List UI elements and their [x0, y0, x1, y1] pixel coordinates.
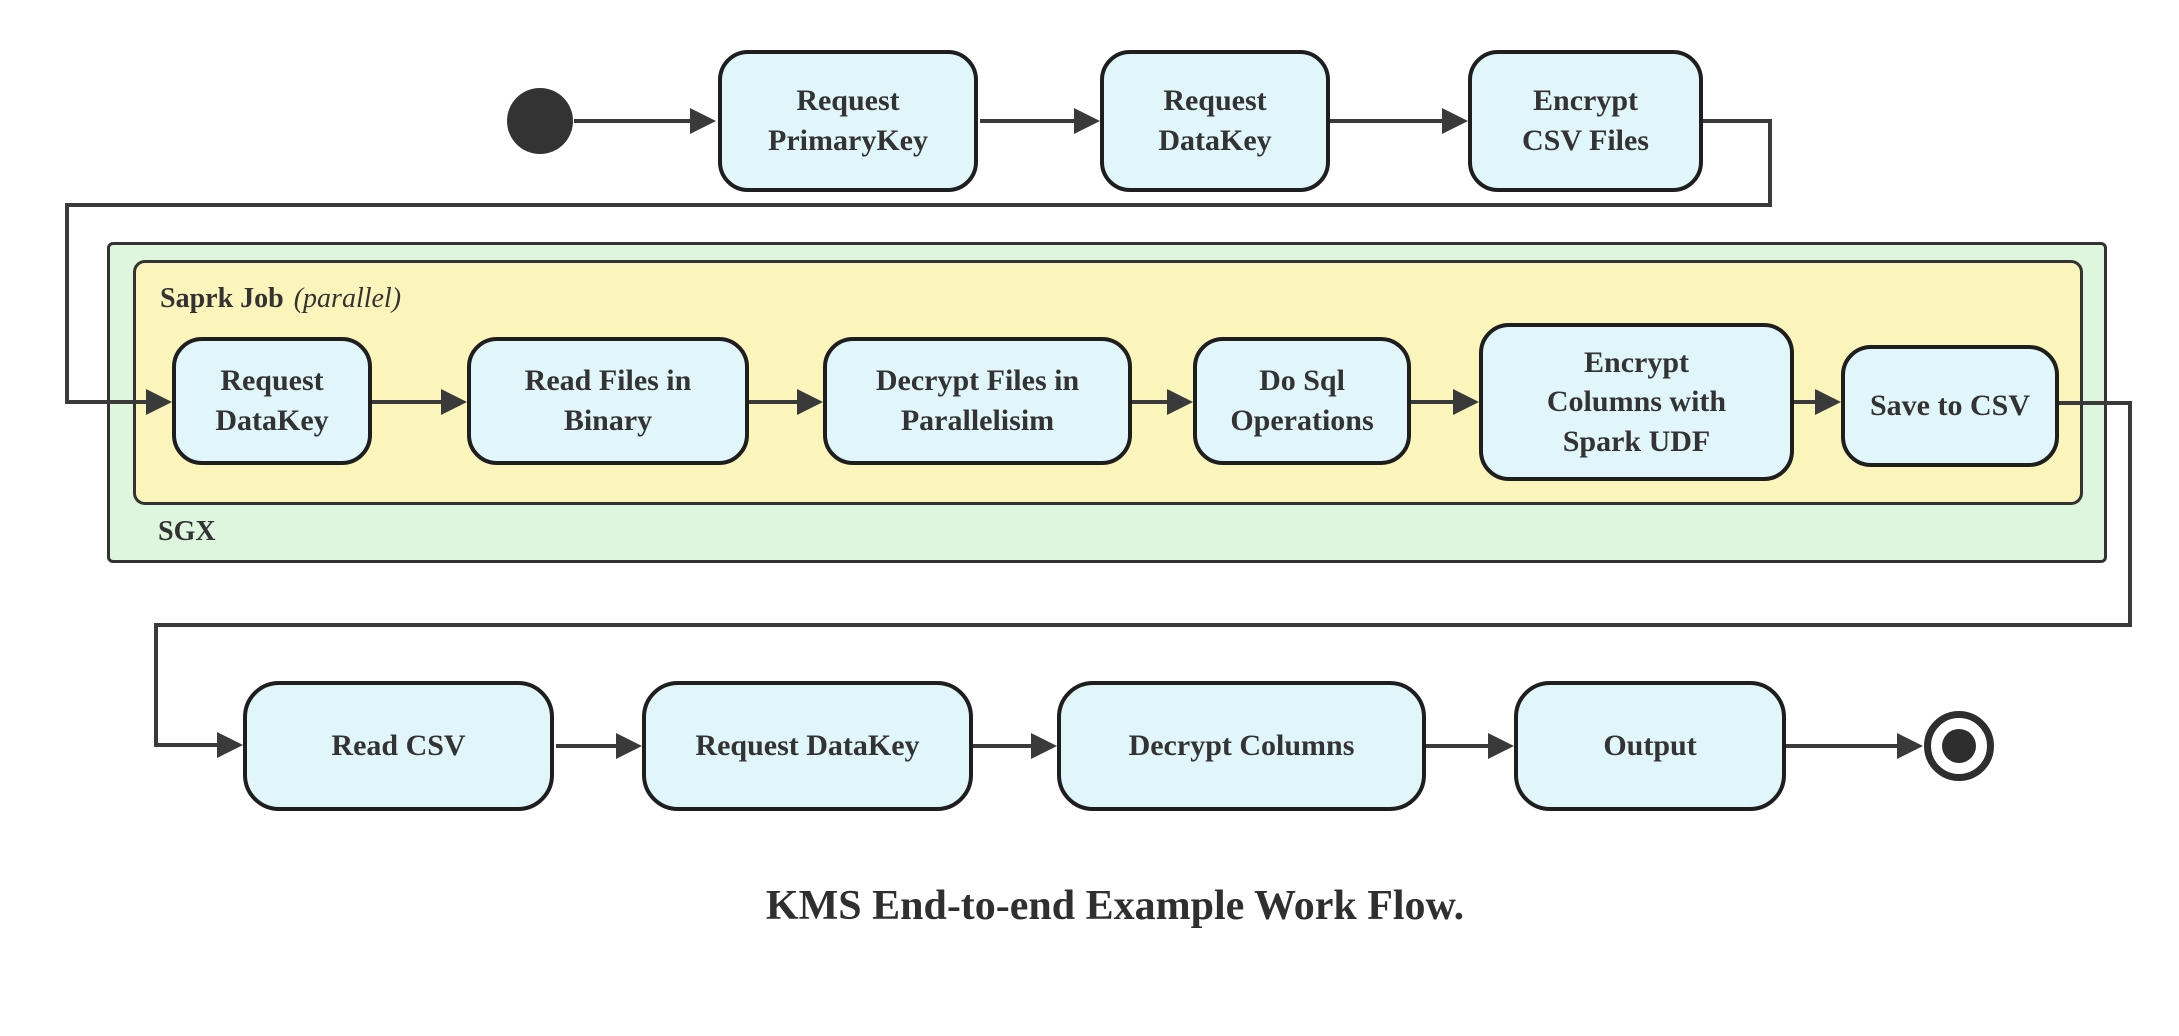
- end-state-inner-dot: [1942, 729, 1976, 763]
- node-request-primarykey: Request PrimaryKey: [718, 50, 978, 192]
- start-state-node: [507, 88, 573, 154]
- node-decrypt-columns: Decrypt Columns: [1057, 681, 1426, 811]
- node-encrypt-csv-files: Encrypt CSV Files: [1468, 50, 1703, 192]
- spark-job-label-parallel: (parallel): [293, 283, 402, 314]
- node-encrypt-columns-spark-udf: Encrypt Columns with Spark UDF: [1479, 323, 1794, 481]
- node-request-datakey-top: Request DataKey: [1100, 50, 1330, 192]
- node-request-datakey-spark: Request DataKey: [172, 337, 372, 465]
- node-read-csv: Read CSV: [243, 681, 554, 811]
- node-read-files-binary: Read Files in Binary: [467, 337, 749, 465]
- diagram-caption: KMS End-to-end Example Work Flow.: [765, 883, 1465, 929]
- sgx-label: SGX: [158, 516, 216, 547]
- node-do-sql-operations: Do Sql Operations: [1193, 337, 1411, 465]
- node-request-datakey-bottom: Request DataKey: [642, 681, 973, 811]
- node-save-to-csv: Save to CSV: [1841, 345, 2059, 467]
- node-output: Output: [1514, 681, 1786, 811]
- node-decrypt-files-parallelism: Decrypt Files in Parallelisim: [823, 337, 1132, 465]
- spark-job-label-title: Saprk Job: [160, 283, 284, 314]
- end-state-node: [1924, 711, 1994, 781]
- spark-job-label: Saprk Job (parallel): [160, 283, 401, 315]
